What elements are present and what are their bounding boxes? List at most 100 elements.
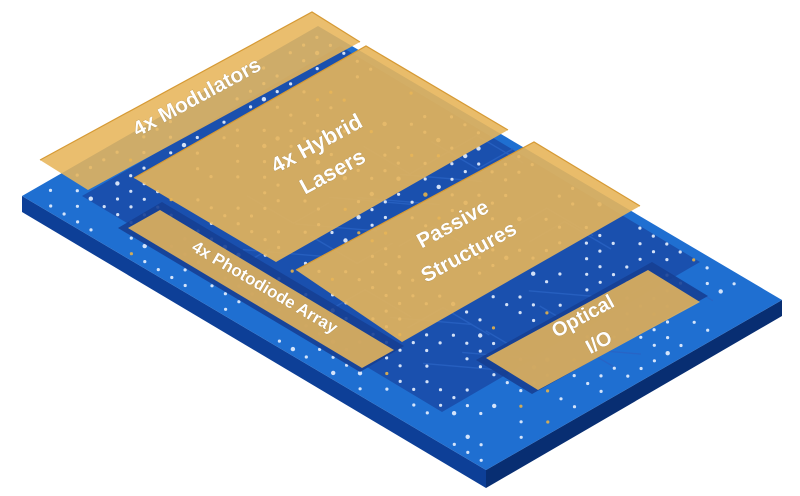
via-dot: [237, 300, 241, 304]
via-dot: [170, 275, 174, 280]
via-dot: [477, 162, 481, 166]
via-dot: [465, 434, 470, 439]
via-dot: [183, 268, 187, 272]
via-dot: [585, 257, 589, 261]
via-dot: [492, 403, 497, 409]
via-dot: [732, 282, 736, 286]
via-dot: [290, 346, 296, 352]
via-dot: [478, 365, 482, 369]
via-dot: [142, 197, 146, 201]
via-dot: [718, 289, 723, 294]
via-dot: [678, 250, 682, 254]
via-dot: [142, 166, 146, 170]
via-dot: [599, 389, 603, 393]
via-dot: [452, 396, 456, 400]
via-dot: [358, 387, 362, 391]
via-dot: [465, 388, 469, 392]
via-dot: [343, 238, 348, 243]
via-dot: [397, 192, 401, 196]
via-dot: [331, 370, 336, 376]
photodiode-array-block: [128, 210, 394, 368]
via-dot: [304, 355, 308, 359]
via-dot: [638, 242, 642, 246]
via-dot: [425, 364, 429, 368]
via-dot: [439, 403, 443, 407]
via-dot: [585, 288, 589, 292]
modulators-block-edge: [39, 11, 361, 161]
via-dot: [76, 220, 80, 224]
via-dot: [383, 215, 387, 220]
via-dot: [531, 303, 536, 307]
via-dot: [88, 196, 94, 201]
via-dot: [224, 307, 228, 311]
via-dot: [75, 189, 79, 193]
via-dot: [465, 310, 469, 314]
via-dot: [491, 295, 495, 299]
via-dot: [665, 320, 670, 324]
via-dot: [465, 341, 469, 345]
via-dot: [410, 200, 414, 204]
via-dot: [612, 366, 616, 370]
via-dot: [412, 403, 416, 407]
via-dot: [142, 243, 147, 249]
via-dot: [438, 341, 442, 345]
via-dot: [330, 230, 334, 235]
via-dot: [423, 177, 427, 181]
via-dot: [652, 328, 656, 332]
via-dot: [49, 204, 53, 208]
via-dot: [181, 142, 187, 148]
via-dot: [478, 333, 483, 338]
via-dot: [115, 181, 120, 186]
via-dot: [129, 189, 133, 193]
via-dot: [398, 379, 402, 383]
via-dot: [357, 231, 361, 235]
passive-structures-block-edge: [295, 141, 641, 271]
via-dot: [62, 212, 66, 216]
via-dot: [598, 265, 602, 269]
via-dot: [48, 188, 53, 192]
via-dot: [665, 242, 669, 246]
block-passive-structures: Passive Structures: [295, 141, 641, 342]
via-dot: [666, 336, 670, 340]
via-dot: [342, 51, 346, 55]
via-dot: [385, 371, 389, 376]
via-dot: [465, 357, 469, 361]
via-dot: [275, 90, 279, 94]
via-dot: [129, 252, 133, 256]
via-dot: [705, 281, 709, 286]
via-dot: [156, 268, 160, 272]
via-dot: [519, 389, 523, 393]
via-dot: [452, 442, 456, 446]
via-dot: [398, 348, 402, 352]
hybrid-lasers-block: [134, 46, 508, 262]
via-dot: [652, 359, 657, 363]
hybrid-lasers-block-edge: [133, 45, 509, 179]
via-dot: [639, 335, 643, 339]
via-dot: [665, 258, 669, 262]
via-dot: [478, 318, 482, 322]
via-dot: [479, 411, 483, 416]
via-dot: [491, 326, 496, 330]
via-dot: [519, 404, 523, 408]
via-dot: [223, 292, 227, 296]
via-dot: [356, 215, 361, 220]
via-dot: [585, 272, 589, 276]
via-dot: [277, 339, 281, 343]
via-dot: [598, 233, 602, 238]
via-dot: [450, 177, 454, 181]
via-dot: [519, 435, 523, 439]
via-dot: [169, 151, 173, 155]
via-dot: [692, 320, 696, 324]
via-dot: [558, 272, 562, 276]
via-dot: [450, 162, 454, 166]
via-dot: [466, 450, 470, 454]
via-dot: [129, 205, 133, 209]
via-dot: [505, 303, 509, 307]
via-dot: [679, 343, 683, 348]
via-dot: [572, 374, 576, 378]
via-dot: [492, 341, 496, 346]
via-dot: [222, 120, 226, 124]
via-dot: [451, 411, 457, 416]
via-dot: [626, 374, 630, 378]
